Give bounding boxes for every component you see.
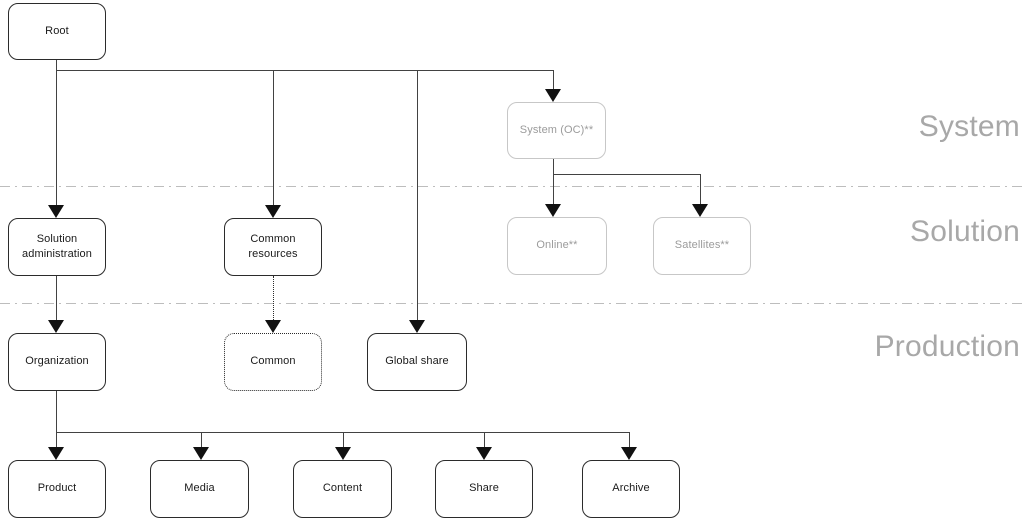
connector-stub-share — [484, 432, 485, 447]
arrowhead-online — [545, 204, 561, 217]
node-root: Root — [8, 3, 106, 60]
node-organization: Organization — [8, 333, 106, 391]
connector-root-to-solution-administration — [56, 60, 57, 205]
node-global-share: Global share — [367, 333, 467, 391]
connector-solution-administration-to-organization — [56, 276, 57, 320]
node-content-label: Content — [322, 482, 363, 495]
node-content: Content — [293, 460, 392, 518]
node-media-label: Media — [184, 482, 215, 495]
node-product: Product — [8, 460, 106, 518]
node-share: Share — [435, 460, 533, 518]
connector-stub-content — [343, 432, 344, 447]
node-common-label: Common — [250, 355, 296, 368]
divider-solution-production — [0, 303, 1024, 304]
arrowhead-organization — [48, 320, 64, 333]
arrowhead-archive — [621, 447, 637, 460]
arrowhead-satellites — [692, 204, 708, 217]
zone-label-production: Production — [874, 330, 1020, 363]
connector-branch-to-satellites — [700, 174, 701, 204]
arrowhead-solution-administration — [48, 205, 64, 218]
arrowhead-global-share — [409, 320, 425, 333]
node-common-resources-label: Common resources — [248, 232, 298, 260]
arrowhead-system-oc — [545, 89, 561, 102]
connector-system-children-horizontal — [553, 174, 700, 175]
connector-organization-down — [56, 391, 57, 432]
connector-root-branch-horizontal — [56, 70, 554, 71]
node-organization-label: Organization — [25, 355, 89, 368]
node-global-share-label: Global share — [385, 355, 449, 368]
connector-stub-archive — [629, 432, 630, 447]
arrowhead-product — [48, 447, 64, 460]
node-solution-administration: Solution administration — [8, 218, 106, 276]
connector-branch-to-global-share — [417, 70, 418, 320]
arrowhead-media — [193, 447, 209, 460]
connector-common-resources-to-common-dotted — [273, 276, 274, 320]
node-media: Media — [150, 460, 249, 518]
connector-bottom-row-horizontal — [56, 432, 629, 433]
zone-label-system: System — [918, 110, 1020, 143]
connector-system-oc-to-online — [553, 159, 554, 204]
node-system-oc-label: System (OC)** — [519, 123, 594, 136]
divider-system-solution — [0, 186, 1024, 187]
node-root-label: Root — [45, 24, 69, 37]
node-archive: Archive — [582, 460, 680, 518]
node-solution-administration-label: Solution administration — [22, 232, 92, 260]
node-satellites: Satellites** — [653, 217, 751, 275]
node-common-resources: Common resources — [224, 218, 322, 276]
arrowhead-common — [265, 320, 281, 333]
arrowhead-content — [335, 447, 351, 460]
node-online: Online** — [507, 217, 607, 275]
node-archive-label: Archive — [612, 482, 650, 495]
node-share-label: Share — [469, 482, 499, 495]
connector-stub-media — [201, 432, 202, 447]
connector-branch-to-system-oc — [553, 70, 554, 89]
connector-branch-to-common-resources — [273, 70, 274, 205]
arrowhead-share — [476, 447, 492, 460]
node-satellites-label: Satellites** — [674, 239, 730, 252]
node-system-oc: System (OC)** — [507, 102, 606, 159]
zone-label-solution: Solution — [909, 215, 1020, 248]
connector-stub-product — [56, 432, 57, 447]
node-online-label: Online** — [536, 239, 578, 252]
arrowhead-common-resources — [265, 205, 281, 218]
node-product-label: Product — [37, 482, 77, 495]
node-common: Common — [224, 333, 322, 391]
